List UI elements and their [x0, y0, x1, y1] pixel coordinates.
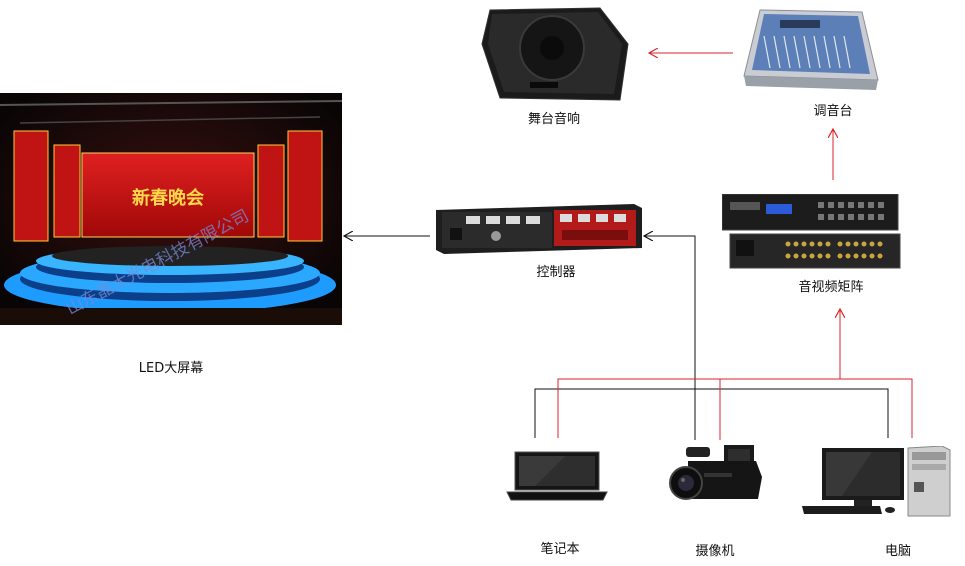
- av-matrix-label: 音视频矩阵: [798, 280, 864, 295]
- controller-label: 控制器: [536, 265, 576, 280]
- line-black-bus: [534, 388, 889, 438]
- line-camera-to-controller: [645, 236, 696, 440]
- led-screen-label: LED大屏幕: [138, 361, 204, 376]
- led-stage-image: 新春晚会 山东晶大光电科技有限公司: [0, 93, 342, 325]
- laptop-label: 笔记本: [540, 542, 580, 557]
- computer-label: 电脑: [884, 544, 912, 559]
- speaker-label: 舞台音响: [527, 112, 581, 127]
- camera-label: 摄像机: [695, 544, 735, 559]
- laptop-image: [506, 451, 608, 501]
- speaker-image: [481, 7, 629, 101]
- computer-image: [802, 446, 951, 517]
- av-matrix-image: [722, 194, 901, 269]
- mixer-label: 调音台: [813, 104, 853, 119]
- mixer-image: [743, 9, 879, 90]
- camera-image: [669, 445, 762, 500]
- line-red-bus: [557, 378, 913, 438]
- controller-image: [436, 204, 642, 254]
- stage-banner: 新春晚会: [132, 187, 204, 209]
